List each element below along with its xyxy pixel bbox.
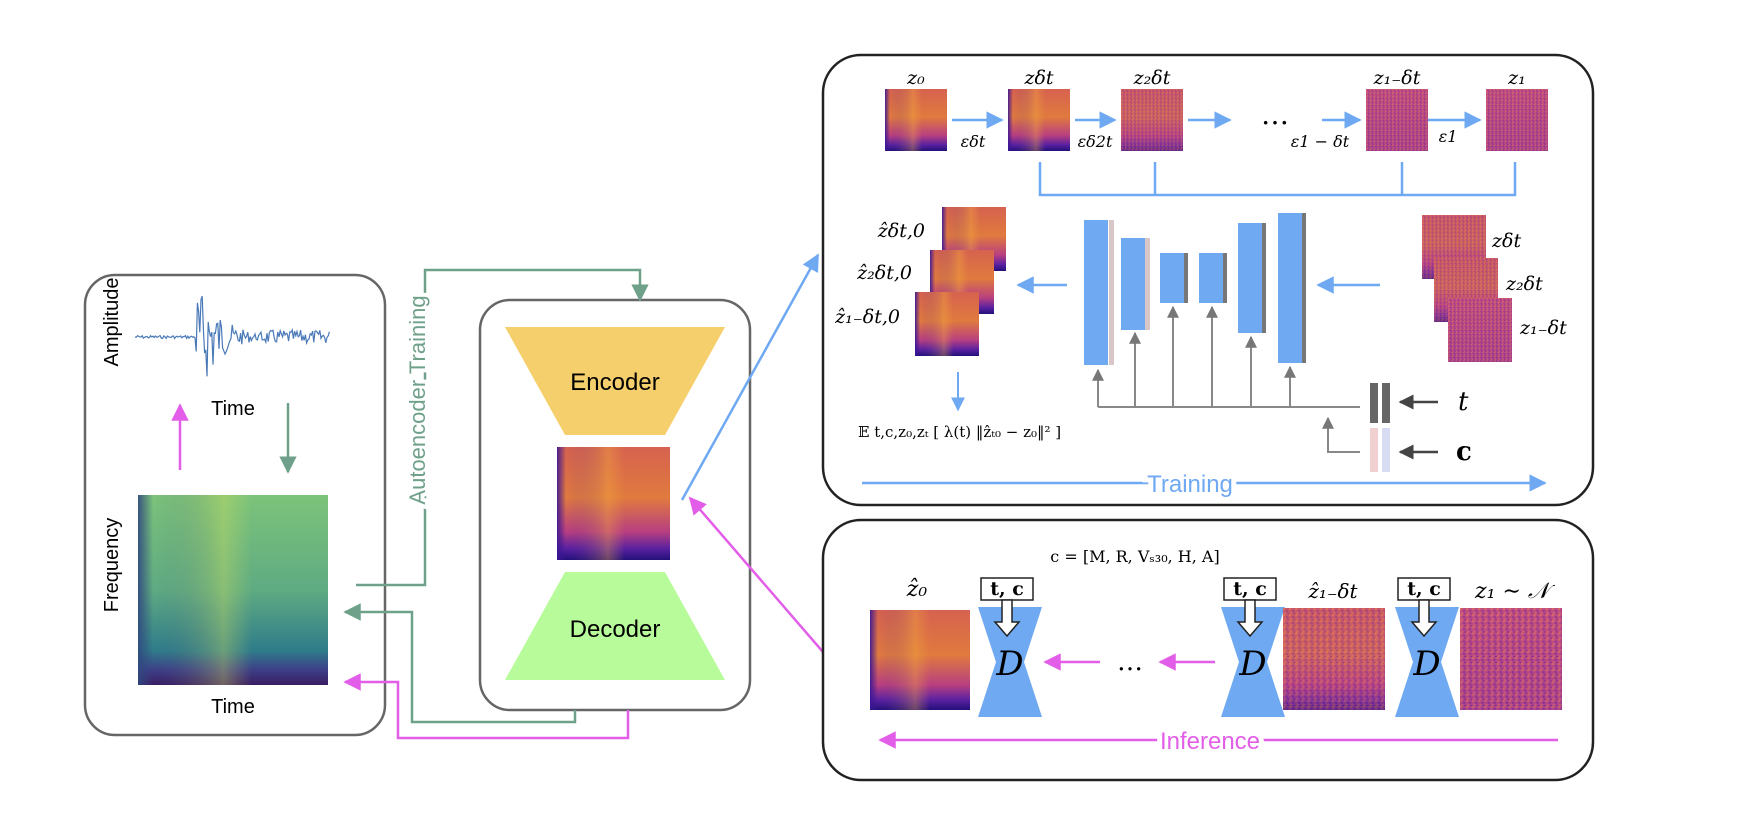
tc-label-1: t, c (1233, 578, 1267, 600)
forward-process-row: z₀ zδt z₂δt z₁₋δt z₁ εδt εδ2t ε1 − δt ε1 (885, 67, 1548, 151)
noise-label-2: ε1 − δt (1291, 132, 1350, 151)
tc-arrow-1 (1236, 599, 1264, 638)
latent-image-center (557, 447, 670, 560)
pred-label-1: ẑδt,0 (877, 220, 925, 242)
tc-label-2: t, c (1407, 578, 1441, 600)
forward-latent-label-2: z₂δt (1133, 67, 1171, 89)
inference-ellipsis: … (1117, 647, 1143, 677)
forward-latent-2 (1121, 89, 1183, 151)
decoder-block (505, 572, 725, 680)
tc-arrow-2 (1410, 599, 1438, 638)
forward-latent-3 (1366, 89, 1428, 151)
forward-latent-0 (885, 89, 947, 151)
forward-latent-label-0: z₀ (906, 67, 925, 89)
z0-hat-label: ẑ₀ (906, 577, 928, 602)
denoiser-block-2: Dt, c (1395, 577, 1459, 717)
forward-latent-1 (1008, 89, 1070, 151)
condition-vector: c = [M, R, Vₛ₃₀, H, A] (1050, 547, 1219, 566)
autoencoder-training-arrow (356, 268, 649, 587)
amplitude-label: Amplitude (101, 278, 123, 367)
noisy-label-3: z₁₋δt (1519, 317, 1567, 339)
unet-denoiser (1084, 213, 1306, 365)
t-label: t (1458, 387, 1469, 417)
z1-prior-image (1460, 608, 1562, 710)
forward-ellipsis: … (1261, 98, 1289, 131)
loss-expression: 𝔼 t,c,z₀,zₜ [ λ(t) ‖ẑₜ₀ − z₀‖² ] (858, 423, 1061, 441)
inference-to-latent-arrow (688, 496, 824, 653)
pred-label-3: ẑ₁₋δt,0 (834, 306, 900, 328)
decoder-return-arrow-magenta (343, 673, 630, 740)
latent-to-training-arrow (680, 253, 820, 501)
tc-arrow-0 (993, 599, 1021, 638)
training-label: Training (1147, 471, 1233, 498)
conditioning-lines (1092, 305, 1360, 453)
denoiser-block-0: Dt, c (978, 577, 1042, 717)
encoder-block (505, 327, 725, 435)
forward-latent-4 (1486, 89, 1548, 151)
denoiser-block-1: Dt, c (1221, 577, 1285, 717)
z1-prior-label: z₁ ∼ 𝒩 (1474, 579, 1556, 604)
time-label-bottom: Time (211, 696, 255, 718)
time-embedding (1370, 383, 1390, 423)
condition-embedding (1370, 428, 1390, 472)
forward-latent-label-1: zδt (1023, 67, 1053, 89)
z1mdt-hat-image (1283, 608, 1385, 710)
d-label-0: D (995, 644, 1023, 684)
inference-label: Inference (1160, 728, 1260, 755)
tc-label-0: t, c (990, 578, 1024, 600)
seismic-waveform (134, 296, 330, 377)
decoder-return-arrow-teal (343, 603, 577, 724)
decoder-label: Decoder (570, 616, 661, 643)
denoiser-blocks: Dt, cDt, cDt, c (978, 577, 1459, 717)
forward-bracket (1038, 162, 1517, 197)
forward-latent-label-3: z₁₋δt (1373, 67, 1421, 89)
autoencoder-training-label: Autoencoder Training (405, 295, 430, 504)
noise-label-1: εδ2t (1078, 132, 1113, 151)
noisy-label-2: z₂δt (1505, 273, 1543, 295)
z1mdt-hat-label: ẑ₁₋δt (1307, 579, 1358, 603)
time-label-top: Time (211, 398, 255, 420)
d-label-2: D (1412, 644, 1440, 684)
pred-label-2: ẑ₂δt,0 (856, 262, 912, 284)
encoder-label: Encoder (570, 369, 659, 396)
forward-latent-label-4: z₁ (1507, 67, 1526, 89)
spectrogram-image (138, 495, 328, 685)
noise-label-3: ε1 (1439, 127, 1458, 146)
c-label: c (1456, 437, 1472, 467)
noise-label-0: εδt (961, 132, 986, 151)
frequency-label: Frequency (101, 518, 123, 613)
d-label-1: D (1238, 644, 1266, 684)
noisy-label-1: zδt (1491, 230, 1521, 252)
z0-hat-image (870, 610, 970, 710)
